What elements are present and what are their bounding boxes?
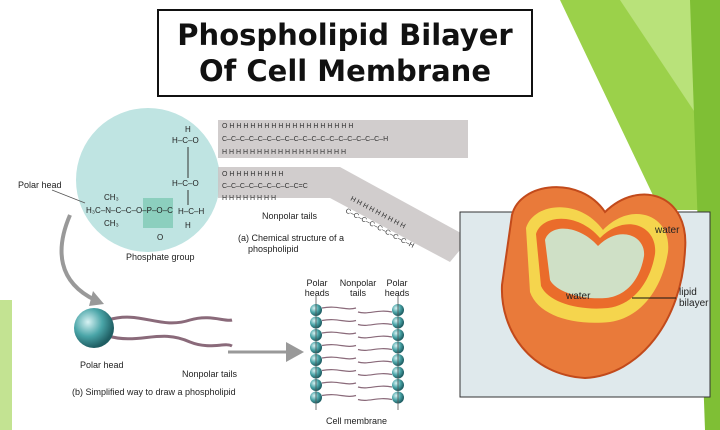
polar-head-pointer — [51, 189, 86, 204]
svg-text:H–C–O: H–C–O — [172, 179, 199, 188]
vesicle-lipid-2: bilayer — [679, 298, 709, 309]
membrane-tail — [321, 319, 357, 322]
membrane-nonpolar-tails-2: tails — [349, 288, 366, 298]
tail-1-atoms: O H H H H H H H H H H H H H H H H H H C–… — [222, 123, 388, 156]
membrane-tail — [321, 394, 357, 397]
svg-text:H: H — [185, 221, 191, 230]
vesicle-lipid-1: lipid — [679, 287, 697, 298]
vesicle-water-inside: water — [566, 291, 591, 302]
membrane-polar-heads-left-1: Polar — [306, 278, 328, 288]
membrane-tail — [357, 323, 393, 326]
label-phosphate-group: Phosphate group — [126, 252, 195, 262]
svg-text:H H H H H H H H H H: H H H H H H H H H H H H H H H H H H — [222, 149, 346, 156]
glycerol-backbone: H H–C–O H–C–O H–C–H H — [172, 125, 204, 230]
simplified-label-polar-head: Polar head — [80, 360, 124, 370]
title-box: Phospholipid Bilayer Of Cell Membrane — [157, 9, 533, 97]
vesicle-lumen — [545, 228, 645, 299]
svg-text:C–C–C–C–C–C–C–C–C=C: C–C–C–C–C–C–C–C–C=C — [222, 183, 308, 190]
membrane-tail — [357, 348, 393, 351]
membrane-nonpolar-tails-1: Nonpolar — [339, 278, 377, 288]
simplified-label-nonpolar-tails: Nonpolar tails — [182, 369, 238, 379]
membrane-polar-heads-right-2: heads — [384, 288, 410, 298]
membrane-tail — [321, 344, 357, 347]
membrane-tail — [357, 360, 393, 364]
membrane-nonpolar-tails: Nonpolar tails — [336, 278, 380, 298]
tail-box-2 — [218, 167, 470, 262]
title-line-1: Phospholipid Bilayer — [177, 18, 513, 52]
membrane-tail — [321, 369, 357, 372]
simplified-tail-2 — [107, 334, 233, 348]
svg-text:H H H H H H H H: H H H H H H H H — [222, 195, 276, 202]
svg-text:O H H H H H H H H: O H H H H H H H H — [222, 171, 283, 178]
caption-a-line-2: phospholipid — [248, 244, 299, 254]
svg-text:H–C–H: H–C–H — [178, 207, 204, 216]
label-nonpolar-tails: Nonpolar tails — [262, 211, 318, 221]
membrane-tail — [321, 331, 357, 335]
simplified-tail-1 — [107, 315, 233, 325]
svg-text:H₃C–N–C–C–O–P–O–C: H₃C–N–C–C–O–P–O–C — [86, 206, 173, 215]
svg-text:H–C–O: H–C–O — [172, 136, 199, 145]
membrane-polar-heads-right: Polar heads — [380, 278, 414, 298]
membrane-tail — [357, 310, 393, 314]
membrane-polar-heads-right-1: Polar — [386, 278, 408, 288]
svg-text:CH₃: CH₃ — [104, 219, 119, 228]
svg-text:O H H H H H H H H H: O H H H H H H H H H H H H H H H H H H — [222, 123, 353, 130]
membrane-tail — [321, 381, 357, 385]
vesicle-water-outside: water — [655, 225, 680, 236]
membrane-polar-heads-left-2: heads — [304, 288, 330, 298]
arrow-to-membrane — [286, 342, 304, 362]
membrane-tail — [321, 306, 357, 310]
title-line-2: Of Cell Membrane — [199, 54, 491, 88]
membrane-tail — [357, 398, 393, 401]
tail-box-1 — [218, 120, 468, 158]
choline-phosphate: CH₃ H₃C–N–C–C–O–P–O–C CH₃ O — [86, 193, 173, 242]
svg-text:CH₃: CH₃ — [104, 193, 119, 202]
membrane-caption: Cell membrane — [326, 416, 388, 426]
membrane-tail — [357, 373, 393, 376]
membrane-polar-heads-left: Polar heads — [300, 278, 334, 298]
label-polar-head: Polar head — [18, 180, 62, 190]
curved-arrow — [59, 214, 96, 302]
membrane-tail — [357, 335, 393, 339]
membrane-tail — [321, 356, 357, 360]
svg-text:C–C–C–C–C–C–C–C–C–C–C–C–C–C–C–: C–C–C–C–C–C–C–C–C–C–C–C–C–C–C–C–C–C–H — [222, 136, 388, 143]
vesicle-lipid-bilayer-label: lipid bilayer — [679, 287, 708, 309]
polar-head-halo — [76, 108, 220, 252]
svg-text:H: H — [185, 125, 191, 134]
caption-b: (b) Simplified way to draw a phospholipi… — [72, 387, 236, 397]
svg-text:O: O — [157, 233, 163, 242]
simplified-head — [74, 308, 114, 348]
phosphate-group-box — [143, 198, 173, 228]
caption-a-line-1: (a) Chemical structure of a — [238, 233, 345, 243]
membrane-tail — [357, 385, 393, 389]
